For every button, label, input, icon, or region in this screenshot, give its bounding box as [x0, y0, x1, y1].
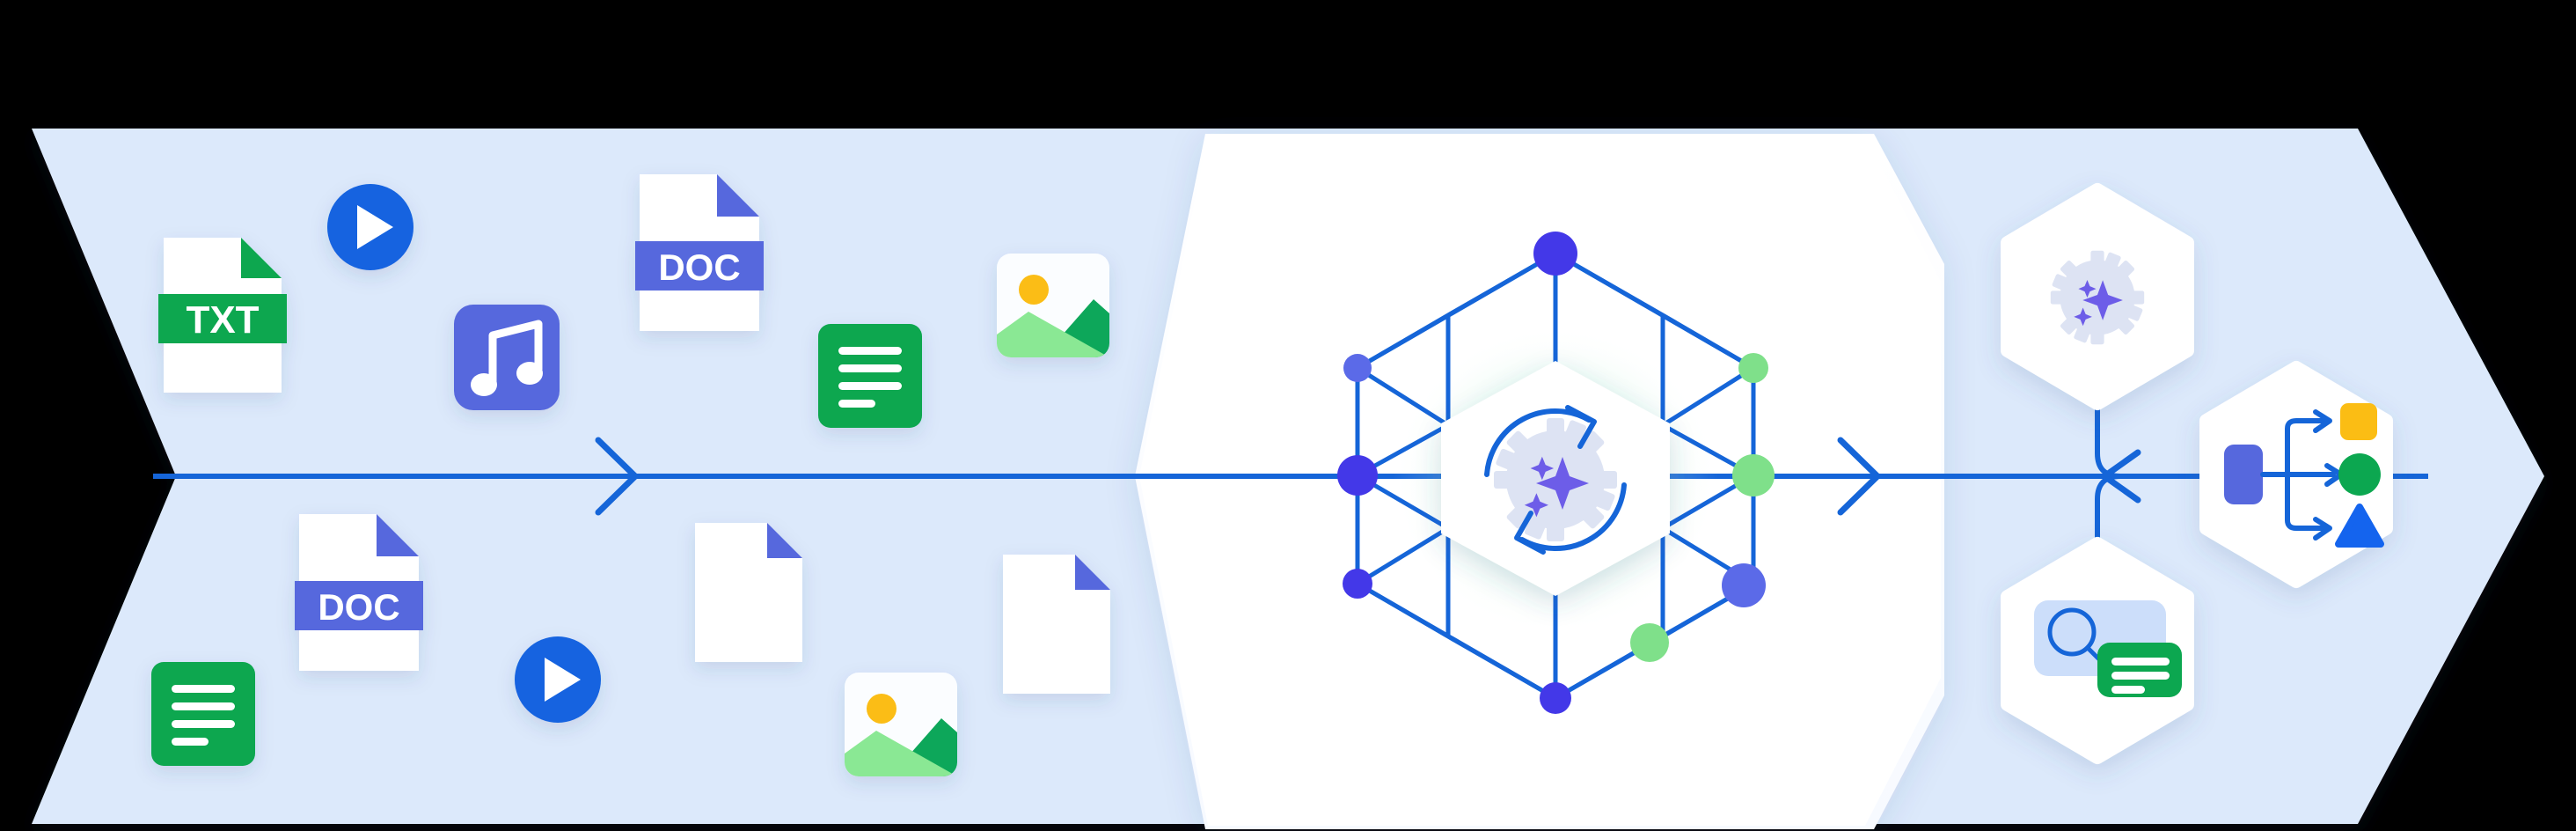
- ai-processing-hexagon-graph: [1337, 232, 1775, 714]
- refresh-arrows-icon: [1484, 405, 1627, 555]
- file-blank-left[interactable]: [695, 523, 802, 662]
- branch-arrow-icon: [2101, 449, 2141, 504]
- flow-arrow-right-icon: [1837, 437, 1881, 516]
- node-bottom[interactable]: [1540, 682, 1571, 714]
- file-doc-bottom-label: DOC: [318, 586, 399, 628]
- node-upper-right-green[interactable]: [1738, 353, 1768, 383]
- sparkle-gear-refresh-icon: [1484, 405, 1627, 555]
- image-sun-icon-2: [867, 694, 896, 724]
- node-lower-right-green[interactable]: [1630, 623, 1669, 662]
- file-blank-right[interactable]: [1003, 555, 1110, 694]
- branch-down-line: [2095, 474, 2121, 583]
- node-mid-right-green[interactable]: [1732, 454, 1775, 496]
- workflow-source-rect: [2224, 445, 2263, 504]
- file-txt[interactable]: TXT: [158, 238, 406, 393]
- sparkle-icon-right: [2074, 280, 2123, 327]
- workflow-target-square: [2340, 403, 2377, 440]
- file-image-top[interactable]: [997, 254, 1109, 357]
- sparkle-gear-icon: [2050, 250, 2145, 345]
- file-video-play-bottom[interactable]: [515, 636, 601, 723]
- graph-nodes: [1337, 232, 1775, 714]
- node-lower-left[interactable]: [1343, 569, 1372, 599]
- input-files-group: TXT DOC: [151, 174, 1110, 776]
- file-doc-top-label: DOC: [658, 246, 740, 288]
- ai-output-hexagons-group: [2001, 183, 2393, 764]
- node-mid-left[interactable]: [1337, 455, 1378, 496]
- file-text-doc-top[interactable]: [818, 324, 922, 428]
- node-lower-right-blue[interactable]: [1722, 563, 1766, 607]
- node-top[interactable]: [1533, 232, 1577, 276]
- flow-arrow-left-icon: [595, 437, 639, 516]
- workflow-target-triangle: [2335, 504, 2384, 548]
- file-text-doc-bottom[interactable]: [151, 662, 255, 766]
- sparkle-icon: [1524, 456, 1589, 518]
- file-doc-bottom[interactable]: DOC: [295, 514, 423, 671]
- image-sun-icon: [1019, 275, 1049, 305]
- file-image-bottom[interactable]: [845, 673, 957, 776]
- workflow-connector-lines: [2260, 409, 2344, 541]
- workflow-branch-icon: [2224, 403, 2384, 548]
- result-card: [2097, 643, 2182, 697]
- file-audio-music[interactable]: [454, 305, 560, 410]
- search-results-icon: [2034, 600, 2182, 697]
- workflow-target-circle: [2338, 453, 2381, 496]
- file-video-play[interactable]: [327, 184, 413, 270]
- node-upper-left[interactable]: [1343, 354, 1372, 382]
- file-txt-label: TXT: [186, 298, 259, 342]
- file-doc-top[interactable]: DOC: [635, 174, 764, 331]
